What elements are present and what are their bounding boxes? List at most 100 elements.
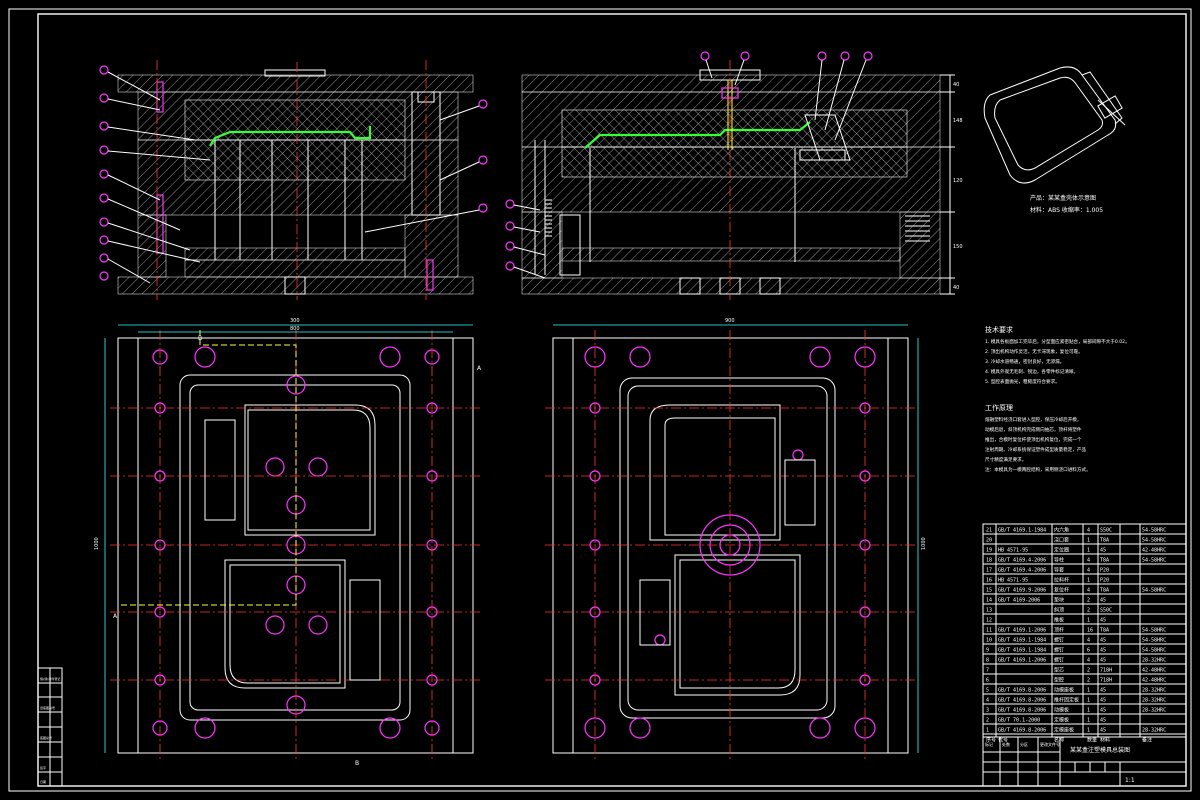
dim-right-3: 120 — [953, 178, 963, 184]
bom-cell-std: GB/T 4169.1-1984 — [998, 528, 1046, 534]
bom-cell-mat: P20 — [1100, 578, 1109, 584]
section-b-bottom: B — [355, 760, 359, 767]
bom-cell-std: GB/T 4169.1-1984 — [998, 648, 1046, 654]
bom-cell-mat: 45 — [1100, 688, 1106, 694]
tech-req-line-2: 2. 顶出机构动作灵活，无卡滞现象，复位可靠。 — [985, 348, 1083, 355]
bom-cell-qty: 1 — [1087, 718, 1090, 724]
bom-cell-std: HB 4571-95 — [998, 578, 1028, 584]
bom-cell-mat: 45 — [1100, 638, 1106, 644]
bom-cell-no: 6 — [986, 678, 989, 684]
dim-top-right-width: 900 — [725, 318, 735, 324]
outer-frame — [8, 8, 1192, 792]
bom-cell-no: 10 — [986, 638, 992, 644]
bom-cell-qty: 4 — [1087, 658, 1090, 664]
bom-cell-note: 54-58HRC — [1142, 558, 1166, 564]
dim-right-1: 40 — [953, 82, 959, 88]
bom-cell-std: GB/T 4169.8-2006 — [998, 698, 1046, 704]
section-view-left — [99, 60, 488, 300]
bom-cell-mat: 718H — [1100, 678, 1112, 684]
dim-top-left-inner: 800 — [290, 326, 300, 332]
bom-cell-mat: T8A — [1100, 558, 1109, 564]
bom-cell-no: 7 — [986, 668, 989, 674]
strip-label-1: 借(通)用件登记 — [40, 676, 60, 681]
scale-label: 1:1 — [1125, 777, 1135, 784]
bom-cell-mat: S50C — [1100, 608, 1112, 614]
bom-cell-mat: 45 — [1100, 648, 1106, 654]
bom-cell-name: 垫块 — [1054, 597, 1064, 604]
bom-cell-name: 内六角 — [1054, 527, 1069, 534]
section-view-right: 40 148 120 150 40 — [505, 51, 963, 300]
bom-cell-note: 42-48HRC — [1142, 668, 1166, 674]
dim-top-left-width: 300 — [290, 318, 300, 324]
bom-cell-no: 11 — [986, 628, 992, 634]
bom-cell-no: 2 — [986, 718, 989, 724]
bom-cell-no: 5 — [986, 688, 989, 694]
bom-cell-no: 3 — [986, 708, 989, 714]
bom-cell-note: 54-58HRC — [1142, 638, 1166, 644]
tb-footer-2: 处数 — [1002, 741, 1010, 747]
bom-cell-mat: 45 — [1100, 618, 1106, 624]
bom-cell-name: 导柱 — [1054, 557, 1064, 564]
bom-cell-note: 28-32HRC — [1142, 688, 1166, 694]
bom-cell-mat: 45 — [1100, 728, 1106, 734]
technical-requirements: 技术要求 1. 模具各板面加工完毕后，分型面应紧密贴合，局部间隙不大于0.02。… — [985, 325, 1130, 473]
bom-cell-mat: 45 — [1100, 658, 1106, 664]
bom-cell-name: 推板 — [1054, 617, 1064, 624]
section-a-left: A — [113, 613, 118, 620]
bom-cell-note: 28-32HRC — [1142, 698, 1166, 704]
bom-cell-note: 42-48HRC — [1142, 678, 1166, 684]
bom-cell-no: 17 — [986, 568, 992, 574]
bom-cell-qty: 1 — [1087, 708, 1090, 714]
tb-footer-1: 标记 — [985, 741, 993, 747]
bom-cell-name: 型芯 — [1054, 667, 1064, 674]
bom-cell-name: 斜顶 — [1054, 607, 1064, 614]
bom-cell-mat: S50C — [1100, 528, 1112, 534]
dim-right-4: 150 — [953, 244, 963, 250]
bom-cell-std: GB/T 4169.4-2006 — [998, 568, 1046, 574]
plan-view-left: 300 800 1000 B B A A — [94, 318, 482, 767]
bom-cell-mat: 718H — [1100, 668, 1112, 674]
work-principle-title: 工作原理 — [985, 403, 1013, 412]
bom-cell-name: 定模座板 — [1054, 727, 1074, 734]
bom-cell-mat: 45 — [1100, 708, 1106, 714]
bom-cell-mat: 45 — [1100, 598, 1106, 604]
left-binding-strip: 借(通)用件登记 旧底图总号 底图总号 签字 日期 — [37, 667, 63, 787]
bom-cell-std: GB/T 70.1-2000 — [998, 718, 1040, 724]
bom-cell-qty: 1 — [1087, 548, 1090, 554]
bom-cell-note: 28-32HRC — [1142, 728, 1166, 734]
tech-req-line-1: 1. 模具各板面加工完毕后，分型面应紧密贴合，局部间隙不大于0.02。 — [985, 338, 1130, 345]
work-line-5: 尺寸精度满足要求。 — [985, 456, 1026, 463]
bom-cell-name: 动模板 — [1054, 707, 1069, 714]
bom-cell-note: 54-58HRC — [1142, 538, 1166, 544]
bom-cell-no: 18 — [986, 558, 992, 564]
bom-cell-mat: T8A — [1100, 628, 1109, 634]
bom-cell-no: 4 — [986, 698, 989, 704]
tech-req-title: 技术要求 — [985, 325, 1013, 334]
bom-cell-std: HB 4571-95 — [998, 548, 1028, 554]
bom-cell-std: GB/T 4169.8-2006 — [998, 688, 1046, 694]
bom-header-std: 代号 — [998, 737, 1008, 744]
callouts-left — [99, 65, 488, 284]
bom-cell-name: 螺钉 — [1054, 657, 1064, 664]
bom-cell-mat: P20 — [1100, 568, 1109, 574]
bom-header-note: 备注 — [1142, 737, 1152, 744]
title-block: 某某盒注塑模具总装图 1:1 标记 处数 分区 更改文件号 — [982, 736, 1187, 787]
bom-cell-note: 54-58HRC — [1142, 628, 1166, 634]
bom-cell-qty: 4 — [1087, 638, 1090, 644]
bom-cell-no: 13 — [986, 608, 992, 614]
bom-cell-qty: 1 — [1087, 538, 1090, 544]
bom-cell-note: 42-48HRC — [1142, 548, 1166, 554]
bom-cell-std: GB/T 4169-2006 — [998, 598, 1040, 604]
dim-right-5: 40 — [953, 285, 959, 291]
bom-header-no: 序号 — [986, 737, 996, 744]
product-note: 产品：某某盒壳体示意图 — [1030, 194, 1096, 202]
dim-right-height: 1000 — [921, 537, 927, 550]
inner-frame — [37, 13, 1187, 787]
bom-cell-name: 推杆固定板 — [1054, 697, 1079, 704]
bom-cell-qty: 4 — [1087, 528, 1090, 534]
bom-cell-name: 复位杆 — [1054, 587, 1069, 594]
strip-label-3: 旧底图总号 — [40, 705, 55, 710]
bom-cell-qty: 1 — [1087, 618, 1090, 624]
bom-cell-name: 型腔 — [1054, 677, 1064, 684]
